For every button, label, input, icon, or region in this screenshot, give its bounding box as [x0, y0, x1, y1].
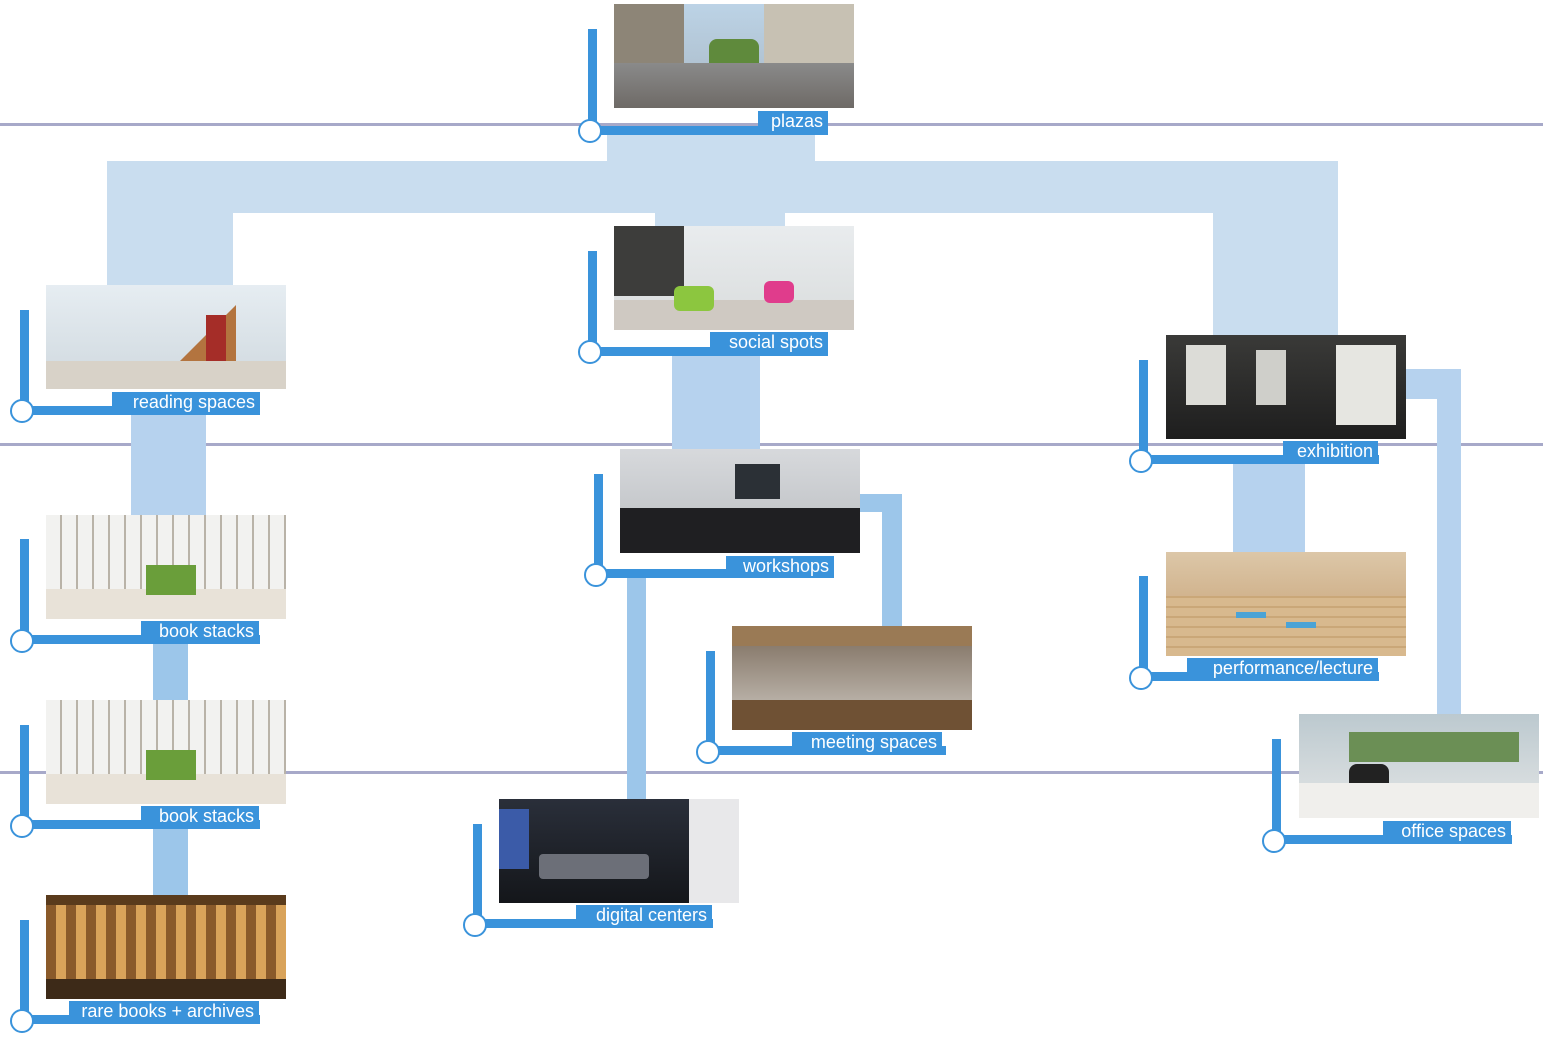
connector-reading-inner	[107, 213, 233, 287]
connector-stacks-stacks	[153, 643, 188, 701]
connector-plazas-hub	[607, 134, 815, 164]
level-line-2	[0, 443, 1543, 446]
node-handle-circle	[578, 340, 602, 364]
node-label: digital centers	[576, 905, 712, 926]
node-handle-circle	[696, 740, 720, 764]
node-label: social spots	[710, 332, 828, 353]
node-label: reading spaces	[112, 392, 260, 413]
node-label: plazas	[758, 111, 828, 132]
connector-social-workshops	[672, 353, 760, 451]
node-handle-circle	[10, 1009, 34, 1033]
reading-spaces-photo	[46, 285, 286, 389]
office-spaces-photo	[1299, 714, 1539, 818]
node-handle-circle	[1129, 666, 1153, 690]
book-stacks-photo	[46, 700, 286, 804]
connector-exhibition-office-v	[1437, 369, 1461, 716]
performance-lecture-photo	[1166, 552, 1406, 656]
node-handle-circle	[584, 563, 608, 587]
node-handle-circle	[1262, 829, 1286, 853]
connector-exhibition-performance	[1233, 461, 1305, 554]
connector-top-band	[107, 161, 1338, 213]
node-handle-circle	[578, 119, 602, 143]
connector-stacks-rare	[153, 828, 188, 896]
node-label: book stacks	[141, 806, 259, 827]
node-label: exhibition	[1283, 441, 1378, 462]
node-label: rare books + archives	[69, 1001, 259, 1022]
node-label: office spaces	[1383, 821, 1511, 842]
social-spots-photo	[614, 226, 854, 330]
node-handle-circle	[463, 913, 487, 937]
node-label: book stacks	[141, 621, 259, 642]
rare-books-photo	[46, 895, 286, 999]
connector-workshops-digital	[627, 576, 646, 801]
node-handle-circle	[10, 814, 34, 838]
plaza-photo	[614, 4, 854, 108]
connector-workshops-meeting-v	[882, 494, 902, 627]
level-line-3	[0, 771, 1543, 774]
connector-exhibition-right	[1213, 213, 1338, 337]
connector-reading-stacks	[131, 412, 206, 516]
node-label: workshops	[726, 556, 834, 577]
node-handle-circle	[10, 629, 34, 653]
meeting-spaces-photo	[732, 626, 972, 730]
node-label: meeting spaces	[792, 732, 942, 753]
digital-centers-photo	[499, 799, 739, 903]
connector-social-top	[655, 213, 785, 227]
node-label: performance/lecture	[1187, 658, 1378, 679]
workshops-photo	[620, 449, 860, 553]
node-handle-circle	[1129, 449, 1153, 473]
node-handle-circle	[10, 399, 34, 423]
exhibition-photo	[1166, 335, 1406, 439]
book-stacks-photo	[46, 515, 286, 619]
